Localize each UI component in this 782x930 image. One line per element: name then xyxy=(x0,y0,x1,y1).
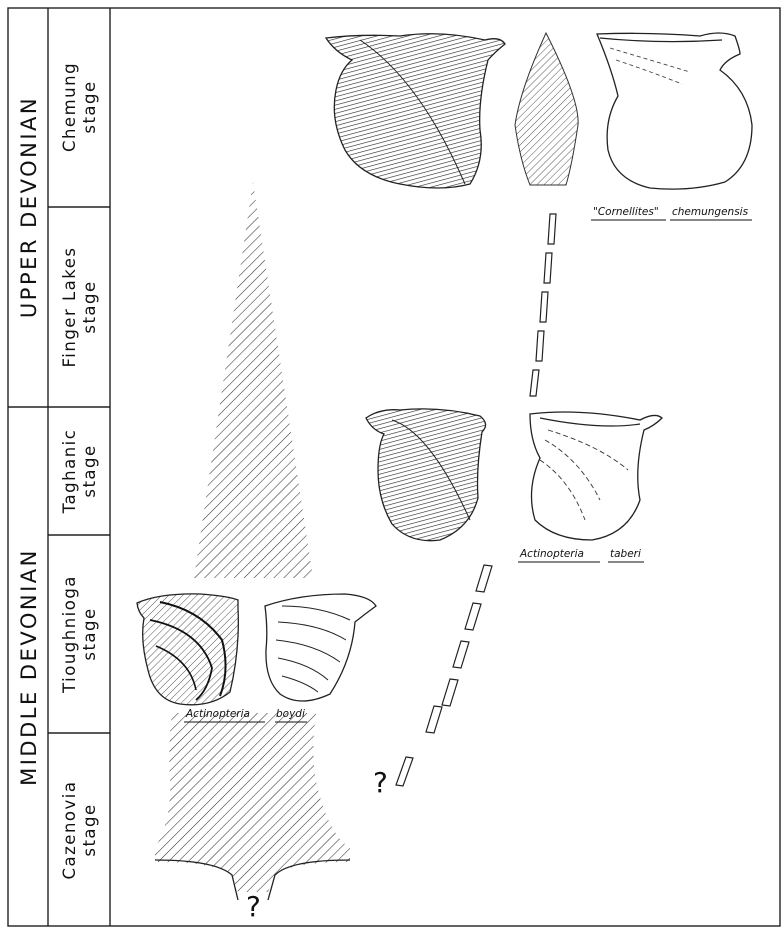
svg-text:boydi: boydi xyxy=(276,708,305,720)
shell-boydi-left-valve xyxy=(137,594,238,705)
range-spindle-boydi-upper xyxy=(194,182,313,578)
svg-text:stage: stage xyxy=(80,280,99,333)
svg-text:Tioughnioga: Tioughnioga xyxy=(60,575,79,694)
svg-text:Taghanic: Taghanic xyxy=(60,429,79,515)
range-spindle-boydi-lower xyxy=(155,713,350,892)
svg-text:"Cornellites": "Cornellites" xyxy=(593,206,659,218)
shell-taberi-right-valve xyxy=(530,412,662,540)
species-label-taberi: Actinopteria taberi xyxy=(518,548,644,562)
svg-text:stage: stage xyxy=(80,607,99,660)
shell-chemungensis-left-valve xyxy=(326,34,505,188)
svg-text:stage: stage xyxy=(80,444,99,497)
svg-text:Cazenovia: Cazenovia xyxy=(60,781,79,880)
svg-text:stage: stage xyxy=(80,80,99,133)
shell-taberi-left-valve xyxy=(366,409,486,541)
era-label-upper-devonian: UPPER DEVONIAN xyxy=(17,96,41,318)
shell-boydi-right-valve xyxy=(265,594,376,701)
stage-label-tioughnioga: Tioughnioga stage xyxy=(60,575,99,694)
range-spindle-chemungensis xyxy=(515,33,578,185)
svg-text:chemungensis: chemungensis xyxy=(672,206,749,218)
svg-text:Actinopteria: Actinopteria xyxy=(185,708,250,720)
svg-text:Finger Lakes: Finger Lakes xyxy=(60,246,79,367)
lineage-dashes-taberi-to-chemungensis xyxy=(530,214,556,396)
species-label-chemungensis: "Cornellites" chemungensis xyxy=(591,206,752,220)
svg-text:taberi: taberi xyxy=(610,548,641,560)
uncertain-origin-question-mark: ? xyxy=(246,890,261,923)
stage-label-cazenovia: Cazenovia stage xyxy=(60,781,99,880)
stage-label-taghanic: Taghanic stage xyxy=(60,429,99,515)
lineage-dashes-boydi-to-taberi xyxy=(396,565,492,786)
era-label-middle-devonian: MIDDLE DEVONIAN xyxy=(17,548,41,786)
svg-text:stage: stage xyxy=(80,803,99,856)
stage-label-finger-lakes: Finger Lakes stage xyxy=(60,246,99,367)
species-label-boydi: Actinopteria boydi xyxy=(184,708,307,722)
uncertain-range-question-mark: ? xyxy=(373,766,388,799)
shell-chemungensis-right-valve xyxy=(597,33,752,189)
stage-label-chemung: Chemung stage xyxy=(60,62,99,152)
svg-text:Chemung: Chemung xyxy=(60,62,79,152)
svg-text:Actinopteria: Actinopteria xyxy=(519,548,584,560)
